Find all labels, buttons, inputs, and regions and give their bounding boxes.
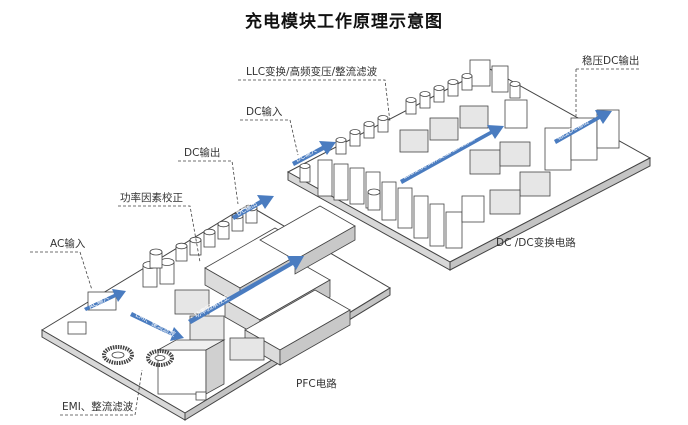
pfc-heatsink-blocks	[204, 205, 356, 366]
callout-leaders	[30, 68, 640, 416]
section-label-pfc: PFC电路	[296, 377, 337, 390]
callout-dc-output-pfc: DC输出	[184, 146, 220, 159]
callout-ac-input: AC输入	[50, 237, 86, 250]
pfc-board: AC输入 EMI、整流滤波 功率因素校正 DC输出	[41, 195, 391, 421]
callout-llc: LLC变换/高频变压/整流滤波	[246, 65, 378, 78]
callout-dc-input: DC输入	[246, 105, 283, 118]
callout-pfc-correction: 功率因素校正	[120, 191, 183, 204]
section-label-dcdc: DC /DC变换电路	[496, 236, 576, 249]
page-title: 充电模块工作原理示意图	[245, 12, 443, 32]
pfc-toroid-coils	[102, 345, 174, 367]
callout-regulated-dc-output: 稳压DC输出	[582, 54, 639, 67]
dcdc-capacitors	[299, 73, 521, 211]
callout-emi: EMI、整流滤波	[62, 400, 134, 413]
dcdc-board: DC输入 LLC变换/高频变压/整流滤波 稳压DC输出	[286, 59, 652, 271]
dcdc-transformers	[399, 105, 551, 215]
